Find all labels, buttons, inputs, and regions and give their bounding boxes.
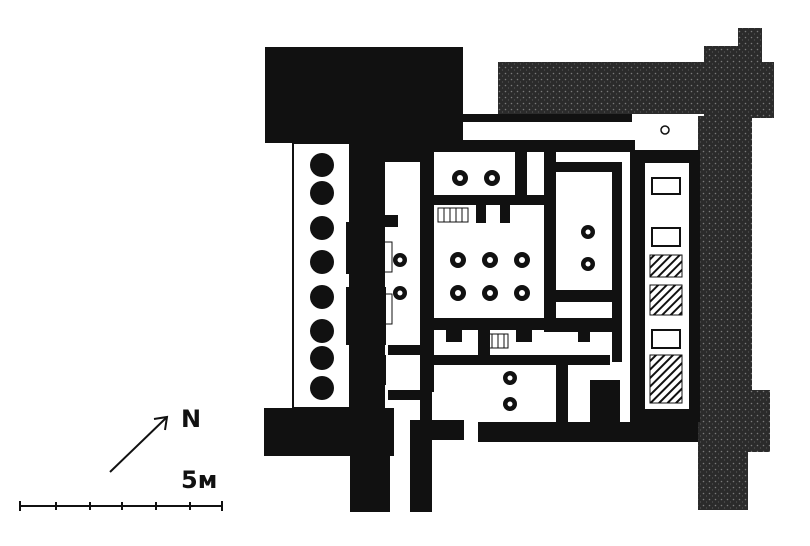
wall-a [385, 152, 433, 162]
wall-q [630, 150, 700, 162]
wall-s [630, 410, 700, 422]
scale-bar-icon [19, 501, 223, 511]
arrow-north-east-icon [109, 415, 169, 473]
hatched-block-1 [649, 254, 683, 278]
pier-2 [500, 195, 510, 223]
east-stone-wall [698, 28, 774, 510]
wall-o [590, 380, 620, 422]
pier-3 [446, 318, 462, 342]
column [310, 250, 334, 274]
north-label: N [181, 405, 202, 433]
south-wall [432, 420, 464, 440]
south-west-leg [350, 456, 390, 512]
pier-5 [578, 318, 590, 342]
north-stone-wall [498, 62, 708, 114]
column [310, 216, 334, 240]
column [310, 153, 334, 177]
pier-1 [476, 195, 486, 223]
wall-f [544, 152, 556, 332]
south-leg-2 [410, 420, 432, 512]
hatched-block-3 [649, 354, 683, 404]
wall-r [690, 150, 700, 420]
wall-u [388, 390, 432, 400]
north-band [462, 114, 632, 122]
column [310, 376, 334, 400]
inner-walls [385, 114, 700, 422]
stair-1 [437, 207, 469, 223]
wall-g [552, 162, 622, 172]
portal-3 [352, 355, 386, 385]
colonnade [292, 142, 351, 409]
east-chambers [643, 125, 691, 411]
east-niche-3 [651, 329, 681, 349]
well-icon [660, 125, 670, 135]
column-row [310, 153, 334, 400]
stair-4 [377, 293, 393, 325]
wall-c [434, 195, 544, 205]
south-west-block [264, 408, 394, 456]
hatched-block-2 [649, 284, 683, 316]
wall-h [552, 290, 622, 302]
east-niche-1 [651, 177, 681, 195]
south-wall-long [478, 422, 698, 442]
wall-p [630, 150, 644, 420]
wall-i [612, 162, 622, 362]
north-west-block [265, 47, 463, 143]
stair-2 [479, 333, 509, 349]
column [310, 181, 334, 205]
wall-b [420, 152, 434, 392]
stair-3 [377, 241, 393, 273]
stairs [377, 207, 509, 349]
wall-j [420, 355, 610, 365]
wall-e [515, 152, 527, 204]
east-niche-2 [651, 227, 681, 247]
scale-label: 5м [181, 466, 218, 494]
outer-walls [264, 47, 698, 512]
hall-columns [393, 170, 595, 411]
portal-2 [346, 287, 386, 345]
wall-n [556, 365, 568, 422]
wall-t [388, 345, 420, 355]
stone-walls [498, 28, 774, 510]
west-entrances [346, 215, 398, 385]
wall-l [478, 330, 490, 355]
column [310, 346, 334, 370]
pier-4 [516, 318, 532, 342]
north-inner-wall [385, 140, 635, 152]
column [310, 319, 334, 343]
column [310, 285, 334, 309]
